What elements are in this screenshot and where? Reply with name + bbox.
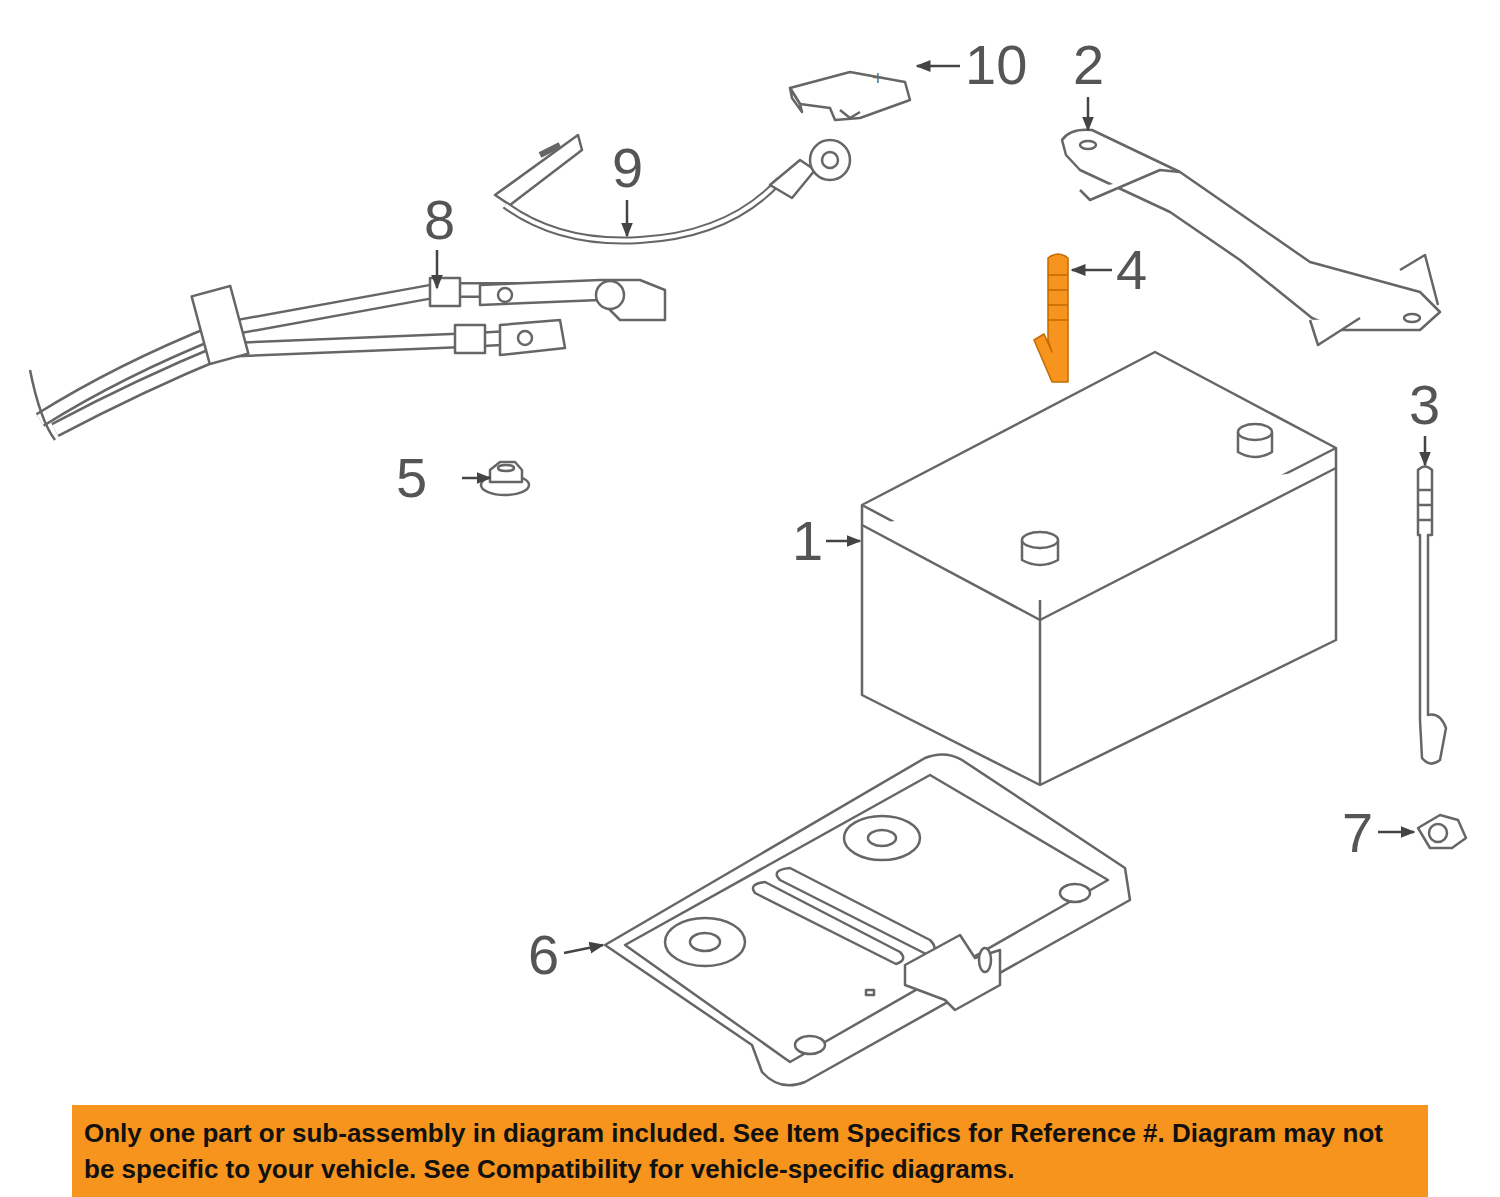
- callout-number: 7: [1342, 805, 1373, 861]
- callout-number: 10: [965, 37, 1027, 93]
- battery-tray: [605, 754, 1130, 1085]
- battery: [862, 352, 1336, 785]
- polarity-mark: +: [872, 68, 884, 88]
- battery-harness: [30, 278, 665, 440]
- hold-down-bolt: [1034, 254, 1068, 382]
- notice-text: Only one part or sub-assembly in diagram…: [84, 1115, 1414, 1187]
- terminal-cap: [790, 72, 910, 120]
- callout-number: 6: [528, 927, 559, 983]
- callout-number: 9: [612, 140, 643, 196]
- hold-down-bolt: [1418, 467, 1446, 764]
- notice-banner: Only one part or sub-assembly in diagram…: [72, 1105, 1428, 1197]
- callout-number: 1: [792, 513, 823, 569]
- callout-number: 8: [424, 192, 455, 248]
- leader-arrows: [437, 66, 1425, 953]
- ground-cable: [495, 135, 850, 241]
- callout-number: 2: [1073, 37, 1104, 93]
- callout-number: 3: [1409, 377, 1440, 433]
- callout-number: 4: [1116, 242, 1147, 298]
- hold-down-bracket: [1062, 130, 1440, 345]
- callout-number: 5: [396, 450, 427, 506]
- clip-nut: [1418, 815, 1466, 848]
